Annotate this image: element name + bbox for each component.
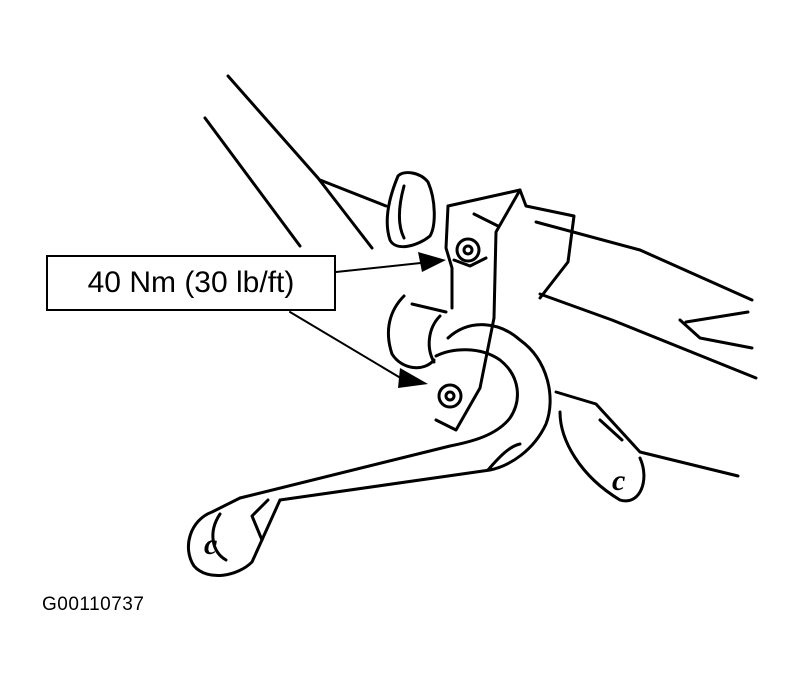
bushing-upper bbox=[385, 171, 436, 249]
callout-leaders bbox=[289, 261, 431, 381]
bracket-bolt-lower bbox=[437, 383, 463, 409]
torque-label: 40 Nm (30 lb/ft) bbox=[87, 266, 295, 299]
leader-arrowhead-upper bbox=[418, 252, 446, 272]
stabilizer-link-end bbox=[186, 496, 282, 578]
leader-arrowhead-lower bbox=[398, 368, 428, 388]
link-marker-left: c bbox=[204, 528, 217, 561]
crossmember bbox=[534, 220, 758, 478]
figure-id: G00110737 bbox=[42, 594, 145, 615]
bracket-bolt-upper bbox=[455, 237, 481, 263]
link-marker-right: c bbox=[612, 464, 625, 497]
torque-callout: 40 Nm (30 lb/ft) bbox=[46, 255, 336, 311]
frame-member bbox=[203, 74, 388, 250]
mounting-ear bbox=[558, 410, 646, 503]
bushing-body bbox=[386, 294, 448, 370]
stabilizer-bar bbox=[238, 323, 552, 502]
